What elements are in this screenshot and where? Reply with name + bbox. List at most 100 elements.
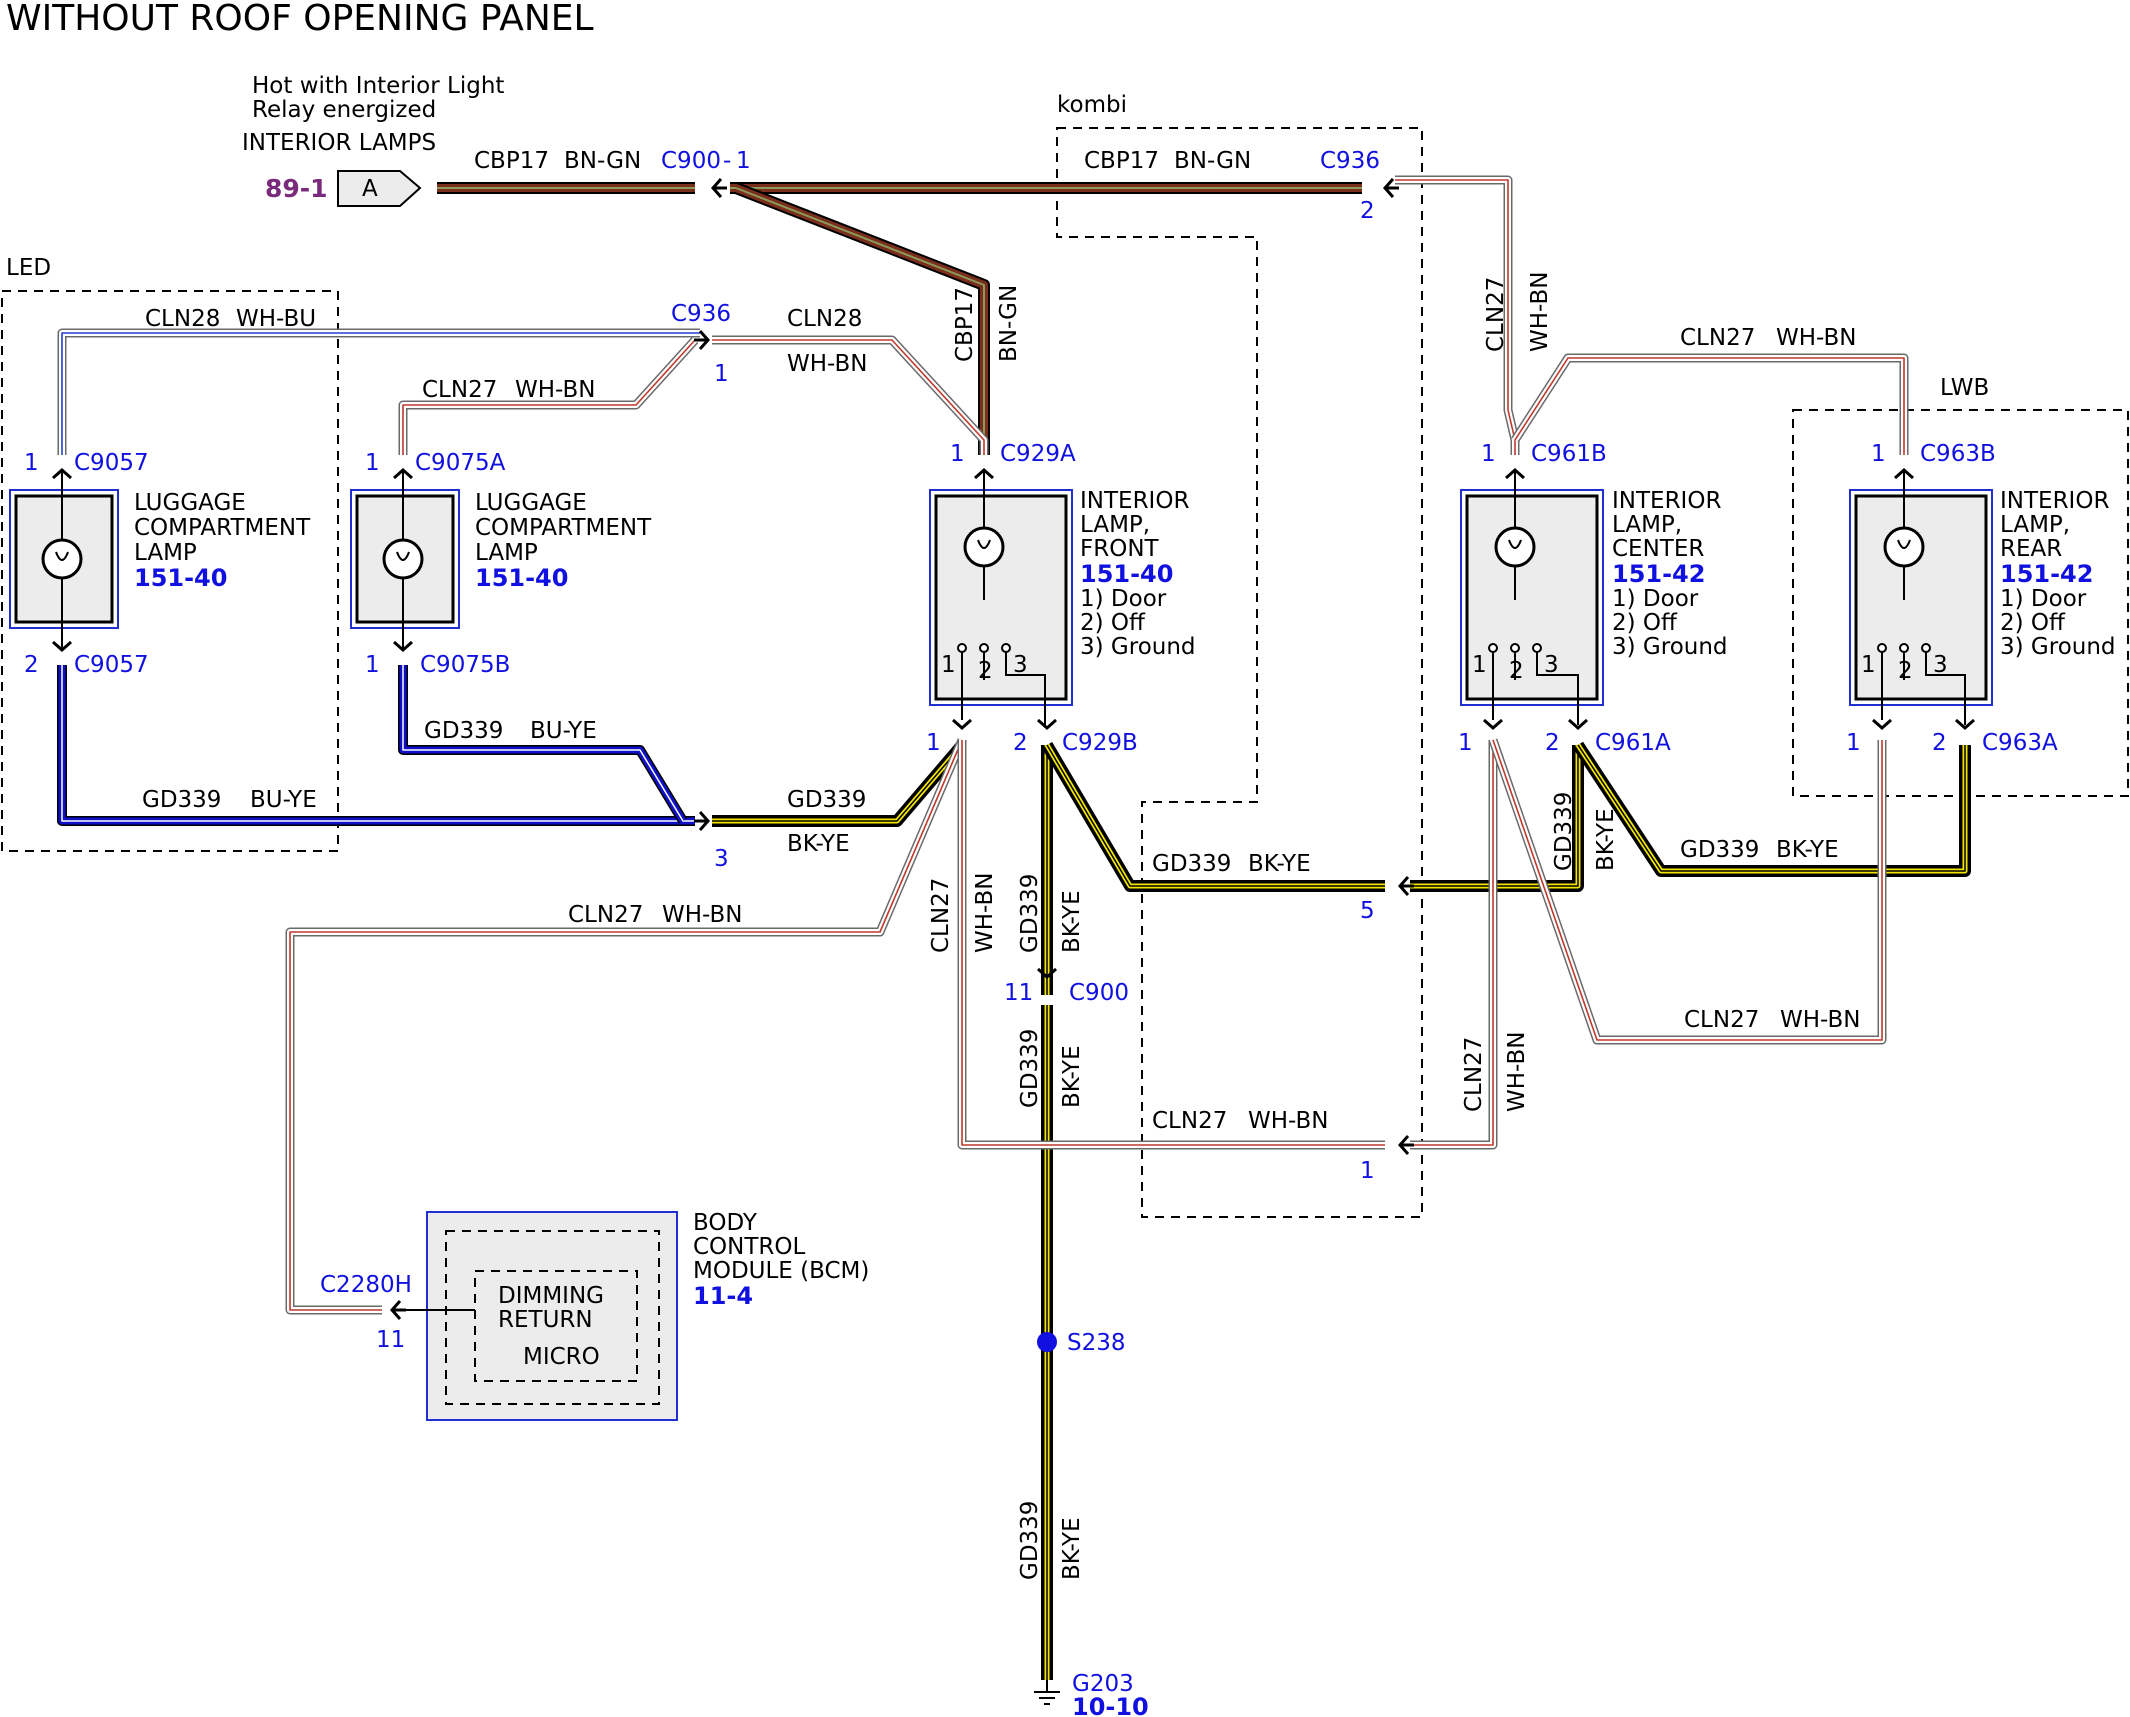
source-connector-a[interactable]: A — [337, 170, 422, 207]
c9057-top-pin: 1 — [24, 450, 39, 476]
c963a-label: C963A — [1982, 730, 2058, 756]
luggage-lamp-1-ref[interactable]: 151-40 — [134, 564, 227, 592]
interior-lamp-front[interactable] — [929, 470, 1073, 725]
rear-switch-pin3: 3 — [1933, 652, 1948, 678]
wire-bkye-14 — [1410, 745, 1584, 892]
bcm-inner-line2: RETURN — [498, 1307, 593, 1333]
center-lamp-ref[interactable]: 151-42 — [1612, 560, 1705, 588]
wire-label-bkye-front: BK-YE — [1059, 890, 1085, 953]
wire-label-cln27-rear-bottom: CLN27 — [1684, 1007, 1759, 1033]
luggage-lamp-2-line1: LUGGAGE — [475, 490, 587, 516]
wire-label-whbn-rear-top: WH-BN — [1776, 325, 1857, 351]
center-lamp-opt1: 1) Door — [1612, 586, 1699, 612]
bcm-line3: MODULE (BCM) — [693, 1258, 869, 1284]
wire-label-cbp17-left: CBP17 — [474, 148, 549, 174]
switch-contacts — [1492, 648, 1579, 725]
front-lamp-opt1: 1) Door — [1080, 586, 1167, 612]
wire-label-bngn-right: BN-GN — [1174, 148, 1251, 174]
c900-top-label: C900 — [661, 148, 721, 174]
rear-lamp-opt3: 3) Ground — [2000, 634, 2116, 660]
wire-whbn-5 — [712, 335, 989, 455]
ground-label: G203 — [1072, 1671, 1134, 1697]
wire-label-whbn-bcm: WH-BN — [662, 902, 743, 928]
wire-label-cbp17-right: CBP17 — [1084, 148, 1159, 174]
rear-lamp-ref[interactable]: 151-42 — [2000, 560, 2093, 588]
connector-arrow-icon — [52, 640, 72, 653]
wire-bkye-13 — [1041, 741, 1385, 892]
source-ref[interactable]: 89-1 — [265, 174, 328, 203]
splice-label: S238 — [1067, 1330, 1126, 1356]
wire-label-cln27-front: CLN27 — [928, 878, 954, 953]
filament-icon — [396, 551, 410, 561]
connector-arrow-icon — [1037, 718, 1057, 731]
body-control-module[interactable] — [400, 1211, 678, 1421]
connector-arrow-icon — [1505, 467, 1525, 480]
wire-label-gd339-lower: GD339 — [1017, 1029, 1043, 1108]
center-switch-pin2: 2 — [1509, 658, 1524, 684]
connector-arrow-icon — [1037, 967, 1057, 980]
connector-arrow-icon — [393, 640, 413, 653]
wire-label-whbn-rear-bottom: WH-BN — [1780, 1007, 1861, 1033]
source-line3: INTERIOR LAMPS — [242, 130, 436, 156]
luggage-lamp-2-ref[interactable]: 151-40 — [475, 564, 568, 592]
c961a-pin2: 2 — [1545, 730, 1560, 756]
wire-label-cln27-c936: CLN27 — [1483, 277, 1509, 352]
ground-ref[interactable]: 10-10 — [1072, 1693, 1149, 1717]
rear-switch-pin2: 2 — [1898, 658, 1913, 684]
bcm-inner-line3: MICRO — [523, 1344, 600, 1370]
filament-icon — [55, 551, 69, 561]
c961b-label: C961B — [1531, 441, 1607, 467]
rear-lamp-line2: LAMP, — [2000, 512, 2070, 538]
front-switch-pin3: 3 — [1013, 652, 1028, 678]
filament-icon — [1508, 539, 1522, 549]
connector-arrow-icon — [1955, 718, 1975, 731]
switch-pin-icon — [1001, 643, 1011, 653]
c9057-bottom-pin: 2 — [24, 652, 39, 678]
wire-label-gd339-rear: GD339 — [1680, 837, 1759, 863]
center-switch-pin1: 1 — [1472, 652, 1487, 678]
rear-lamp-line1: INTERIOR — [2000, 488, 2109, 514]
c961b-pin: 1 — [1481, 441, 1496, 467]
c929a-pin: 1 — [950, 441, 965, 467]
rear-lamp-opt1: 1) Door — [2000, 586, 2087, 612]
bcm-dashed-inner — [474, 1270, 638, 1382]
interior-lamp-center[interactable] — [1460, 470, 1604, 725]
luggage-lamp-1[interactable] — [9, 470, 119, 648]
interior-lamp-rear[interactable] — [1849, 470, 1993, 725]
wire-bngn-2 — [733, 182, 990, 455]
c961a-label: C961A — [1595, 730, 1671, 756]
led-region-boundary — [1, 290, 339, 852]
c936-top-label: C936 — [1320, 148, 1380, 174]
c963a-pin2: 2 — [1932, 730, 1947, 756]
luggage-lamp-2-line3: LAMP — [475, 540, 538, 566]
switch-pin-icon — [1877, 643, 1887, 653]
wire-label-cln28-led: CLN28 — [145, 306, 220, 332]
connector-arrow-icon — [952, 718, 972, 731]
c963b-pin: 1 — [1871, 441, 1886, 467]
c9075b-label: C9075B — [420, 652, 510, 678]
luggage-lamp-2[interactable] — [350, 470, 460, 648]
wire-label-cln27-center-down: CLN27 — [1461, 1037, 1487, 1112]
c9057-bottom-label: C9057 — [74, 652, 149, 678]
center-lamp-line1: INTERIOR — [1612, 488, 1721, 514]
bcm-ref[interactable]: 11-4 — [693, 1282, 753, 1310]
wire-label-whbn-lamp2: WH-BN — [515, 377, 596, 403]
kombi-region-boundary — [1056, 127, 1423, 1218]
connector-arrow-icon — [1382, 178, 1399, 198]
center-lamp-opt3: 3) Ground — [1612, 634, 1728, 660]
wire-label-cln27-bcm: CLN27 — [568, 902, 643, 928]
wire-label-bkye-center: BK-YE — [1593, 808, 1619, 871]
c936-right-pin5: 5 — [1360, 898, 1375, 924]
connector-arrow-icon — [710, 178, 727, 198]
wire-whbu-3 — [57, 328, 700, 455]
wire-label-bkye-ground: BK-YE — [1059, 1517, 1085, 1580]
front-switch-pin2: 2 — [978, 658, 993, 684]
c929b-label: C929B — [1062, 730, 1138, 756]
connector-arrow-icon — [1568, 718, 1588, 731]
filament-icon — [977, 539, 991, 549]
front-lamp-ref[interactable]: 151-40 — [1080, 560, 1173, 588]
splice-dot — [1037, 1332, 1057, 1352]
luggage-lamp-1-line1: LUGGAGE — [134, 490, 246, 516]
wire-label-cbp17-vert: CBP17 — [952, 287, 978, 362]
c900-top-pin: 1 — [736, 148, 751, 174]
